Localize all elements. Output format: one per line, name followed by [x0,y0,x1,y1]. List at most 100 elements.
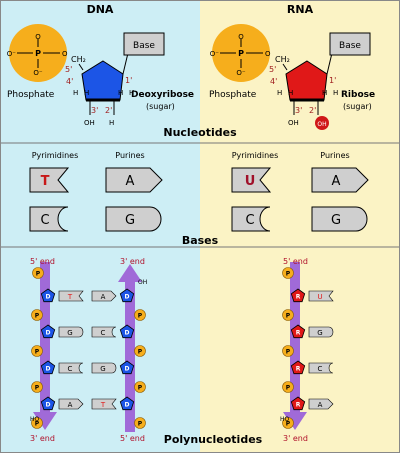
rna-title: RNA [287,3,314,16]
phosphate-oxygen-bottom: O⁻ [236,69,246,77]
polynucleotide-base-shape [58,290,84,302]
carbon-5-label: 5' [65,65,72,74]
sugar-bead [40,324,56,339]
phosphate-label: Phosphate [209,90,257,100]
h-atom: H [84,89,89,97]
sugar-bead [40,360,56,375]
bases-section: Pyrimidines Purines Pyrimidines Purines … [29,151,369,232]
polynucleotide-base-shape [308,362,334,374]
dna-right-terminal-oh: OH [138,279,147,286]
rna-five-end: 5' end [283,257,308,266]
phosphate-bead [134,381,146,393]
base-cytosine: C [40,213,49,228]
pyrimidines-label: Pyrimidines [32,151,79,160]
sugar-sublabel: (sugar) [146,102,175,111]
sugar-bead-label: D [125,330,130,337]
phosphate-group [212,24,270,82]
h-atom: H [129,89,134,97]
sugar-bead-label: D [46,330,51,337]
h-atom: H [73,89,78,97]
phosphate-bead [31,309,43,321]
base-adenine: A [332,174,341,189]
phosphate-oxygen-bottom: O⁻ [33,69,43,77]
carbon-5-label: 5' [269,65,276,74]
phosphate-bead [282,417,294,429]
phosphate-bead [31,381,43,393]
phosphate-oxygen-right: O [62,50,68,58]
phosphate-bead [282,267,294,279]
polynucleotide-base-shape [308,290,334,302]
phosphate-bead [282,381,294,393]
dna-backbone-right-arrow [118,264,142,432]
phosphate-bead-label: P [286,349,291,356]
phosphate-bead-label: P [286,421,291,428]
rna-nucleotide: O P O⁻ O⁻ O Phosphate CH₂ Base 5' 4' 1' … [209,24,375,130]
polynucleotide-base-letter: A [318,401,323,409]
polynucleotide-base-letter: G [100,365,105,373]
purines-label: Purines [320,151,349,160]
phosphate-oxygen-top: O [238,33,244,41]
carbon-4-label: 4' [66,77,73,86]
carbon-1-label: 1' [329,76,336,85]
phosphate-bead-label: P [138,313,143,320]
h-atom: H [333,89,338,97]
hydroxyl-2-highlight [315,116,329,130]
h-atom: H [118,89,123,97]
phosphate-label: Phosphate [7,90,55,100]
dna-left-terminal-ho: HO [30,416,40,423]
h-atom-2: H [109,119,114,127]
base-box [123,32,165,56]
ch2-label: CH₂ [71,55,86,64]
base-shape-adenine [105,167,163,193]
base-box-label: Base [339,41,361,51]
sugar-bead-label: D [125,402,130,409]
sugar-bead-label: D [46,366,51,373]
phosphate-bead-label: P [35,349,40,356]
phosphate-p: P [238,49,244,58]
h-atom: H [322,89,327,97]
base-adenine: A [126,174,135,189]
dna-right-three-end: 3' end [120,257,145,266]
base-guanine: G [125,213,135,228]
sugar-bead [290,360,306,375]
ribose-label: Ribose [341,90,375,100]
sugar-bead-label: R [296,330,301,337]
sugar-bead [290,396,306,411]
carbon-4-label: 4' [270,77,277,86]
phosphate-bead-label: P [138,421,143,428]
phosphate-oxygen-top: O [35,33,41,41]
polynucleotide-base-shape [91,398,117,410]
base-shape-adenine [311,167,369,193]
phosphate-bead-label: P [138,385,143,392]
phosphate-bead-label: P [138,349,143,356]
phosphate-bead [282,345,294,357]
polynucleotide-base-shape [308,326,334,338]
polynucleotide-base-letter: A [101,293,106,301]
sugar-bead [119,396,135,411]
h-atom: H [288,89,293,97]
pyrimidines-label: Pyrimidines [232,151,279,160]
phosphate-bead [31,417,43,429]
base-uracil: U [245,174,256,189]
sugar-bead [40,288,56,303]
polynucleotide-base-letter: C [101,329,106,337]
polynucleotide-base-letter: U [317,293,322,301]
polynucleotide-base-letter: T [100,401,106,409]
polynucleotide-base-shape [91,326,117,338]
carbon-2-label: 2' [105,106,112,115]
polynucleotide-base-shape [91,362,117,374]
dna-left-three-end: 3' end [30,434,55,443]
base-shape-cytosine [29,206,69,232]
base-shape-guanine [105,206,162,232]
rna-terminal-ho: HO [280,416,290,423]
sugar-bead [119,288,135,303]
sugar-bead-label: D [46,402,51,409]
section-title-polynucleotides: Polynucleotides [164,433,263,446]
sugar-bead-label: D [46,294,51,301]
sugar-sublabel: (sugar) [343,102,372,111]
polynucleotide-base-letter: G [317,329,322,337]
phosphate-p: P [35,49,41,58]
phosphate-bead [134,309,146,321]
polynucleotide-base-letter: A [68,401,73,409]
